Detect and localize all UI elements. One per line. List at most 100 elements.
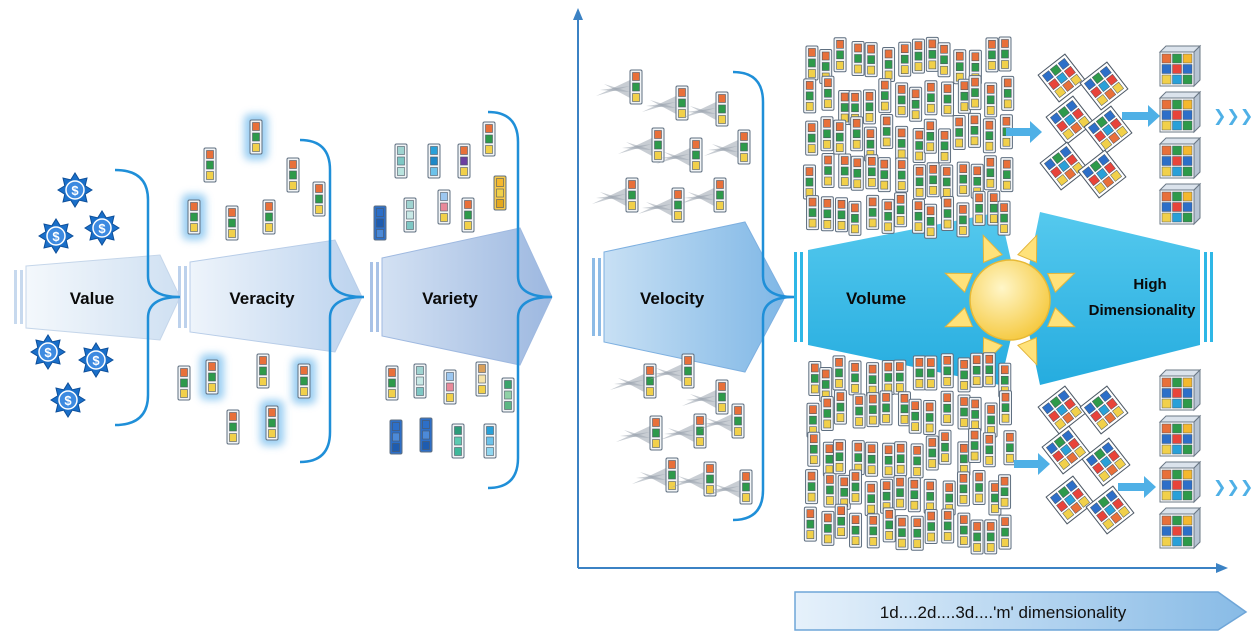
moving-record [638,187,685,223]
moving-record [680,177,727,213]
data-record-icon [419,417,433,453]
data-record-icon [997,200,1011,236]
data-record-icon [940,353,954,389]
moving-record [698,403,745,439]
data-record-icon [893,359,907,395]
data-record-icon [938,429,952,465]
data-record-icon [940,390,954,426]
data-record-icon [851,440,865,476]
moving-record [648,353,695,389]
arrow-right-icon [1006,121,1042,143]
data-record-icon [998,514,1012,550]
data-record-icon [881,359,895,395]
dollar-star-icon: $ [30,334,66,370]
data-record-icon [805,120,819,156]
data-record-icon [851,40,865,76]
data-record-icon [821,153,835,189]
dollar-icons: $$$$$$ [30,172,120,418]
stage-velocity: Velocity [592,221,786,373]
arrow-right-icon [1122,105,1160,127]
data-record-icon [925,435,939,471]
data-record-icon [629,69,643,105]
data-record-icon [866,513,880,549]
data-cube-icon [1158,506,1202,550]
data-record-icon [850,155,864,191]
data-record-icon [689,137,703,173]
data-record-icon [493,175,507,211]
data-tile-icon [1039,141,1089,191]
stage-label-value: Value [70,289,114,308]
data-record-icon [625,177,639,213]
data-record-icon [848,360,862,396]
brackets [114,70,795,522]
data-record-icon [956,202,970,238]
data-record-icon [912,127,926,163]
data-record-icon [693,413,707,449]
stage-variety: Variety [370,227,553,366]
data-tile-icon [1045,95,1095,145]
data-record-icon [907,477,921,513]
data-record-icon [911,198,925,234]
data-record-icon [898,41,912,77]
data-record-icon [894,192,908,228]
moving-record [610,363,657,399]
dollar-sign: $ [92,353,100,368]
data-record-icon [967,112,981,148]
dollar-star-icon: $ [78,342,114,378]
data-record-icon [848,469,862,505]
data-record-icon [821,510,835,546]
data-record-icon [912,355,926,391]
data-record-icon [911,38,925,74]
data-record-icon [643,363,657,399]
dollar-sign: $ [44,345,52,360]
data-record-icon [985,37,999,73]
dollar-sign: $ [98,221,106,236]
data-record-icon [850,116,864,152]
data-record-icon [956,161,970,197]
data-record-icon [984,82,998,118]
data-record-icon [838,153,852,189]
moving-record [660,413,707,449]
data-cube-icon [1158,368,1202,412]
data-record-icon [866,194,880,230]
data-record-icon [894,441,908,477]
data-record-icon [427,143,441,179]
moving-record [632,457,679,493]
stage-label-volume: Volume [846,289,906,308]
data-record-icon [924,509,938,545]
data-cube-icon [1158,136,1202,180]
moving-record [682,379,729,415]
dimensionality-arrow: 1d....2d....3d....'m' dimensionality [794,591,1248,631]
volume-records [802,36,1017,555]
data-record-icon [807,431,821,467]
x-axis-caption: 1d....2d....3d....'m' dimensionality [880,603,1127,622]
data-record-icon [880,113,894,149]
data-record-icon [849,512,863,548]
data-tile-icon [1079,61,1129,111]
data-record-icon [877,157,891,193]
data-record-icon [443,369,457,405]
data-record-icon [923,118,937,154]
data-record-icon [823,472,837,508]
data-record-icon [226,409,240,445]
moving-record [682,91,729,127]
data-record-icon [731,403,745,439]
data-record-icon [451,423,465,459]
moving-record [592,177,639,213]
data-record-icon [805,469,819,505]
data-record-icon [482,121,496,157]
data-record-icon [984,519,998,555]
data-record-icon [941,81,955,117]
data-record-icon [461,197,475,233]
data-tile-icon [1079,385,1129,435]
dimensional-cubes [1158,44,1202,550]
data-record-icon [941,196,955,232]
data-record-icon [957,441,971,477]
data-record-icon [895,515,909,551]
moving-record [656,137,703,173]
data-tile-icon [1081,437,1131,487]
moving-record [706,469,753,505]
data-record-icon [924,80,938,116]
